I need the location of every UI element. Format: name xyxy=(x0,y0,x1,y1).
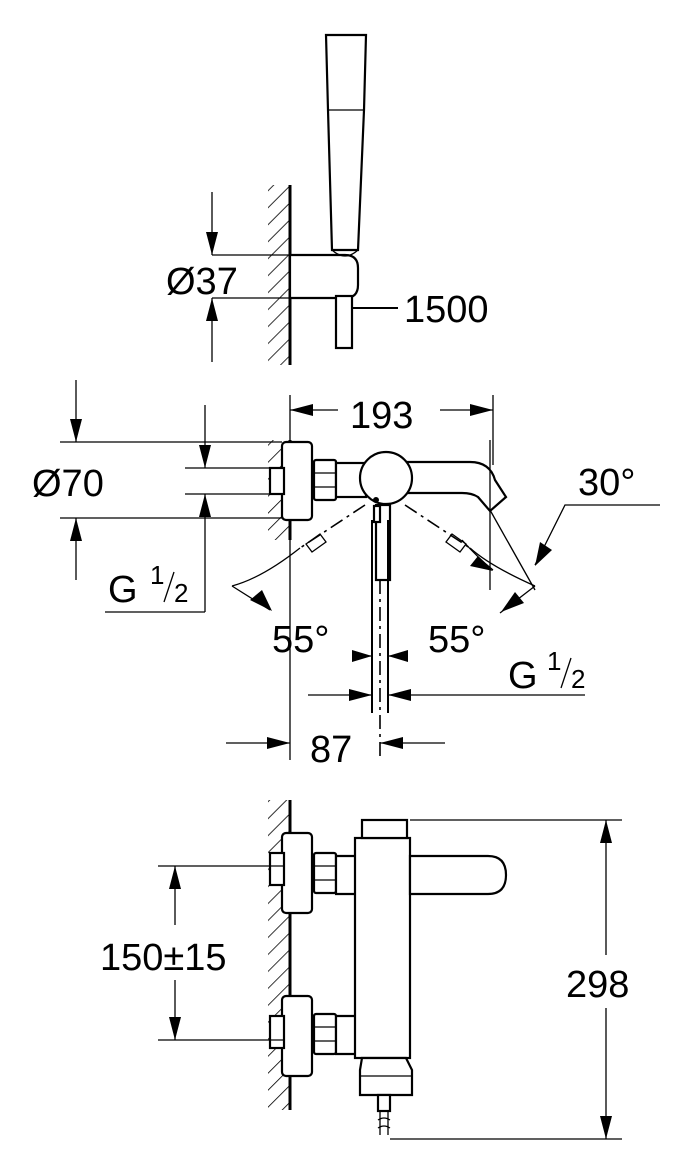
wall-holder xyxy=(288,253,360,300)
wall-hatch-top xyxy=(268,185,290,365)
label-width: 193 xyxy=(350,395,413,437)
label-wall-offset: 87 xyxy=(310,729,352,771)
label-centres: 150±15 xyxy=(100,937,227,979)
mixer-plan-view: 30° 193 Ø70 G 1 2 55° 55° xyxy=(32,380,660,771)
mixer-body xyxy=(353,836,412,1060)
label-thread-left-den: 2 xyxy=(174,578,188,608)
label-height: 298 xyxy=(566,964,629,1006)
label-angle-right: 55° xyxy=(428,619,485,661)
label-thread-left: G xyxy=(108,569,138,611)
shower-holder-view: 1500 Ø37 xyxy=(166,33,489,365)
lever xyxy=(374,503,392,582)
label-holder-diameter: Ø37 xyxy=(166,261,238,303)
label-thread-right: G xyxy=(508,655,538,697)
mixer-front-view: 150±15 298 xyxy=(100,800,629,1140)
label-thread-right-den: 2 xyxy=(571,664,585,694)
hex-nut xyxy=(312,458,338,502)
label-angle-left: 55° xyxy=(272,619,329,661)
hand-shower xyxy=(324,33,368,252)
label-spout-angle: 30° xyxy=(578,462,635,504)
rosette xyxy=(280,440,314,522)
label-rosette-diameter: Ø70 xyxy=(32,463,104,505)
lower-rosette xyxy=(280,994,314,1078)
label-thread-right-num: 1 xyxy=(547,646,561,676)
shower-hose xyxy=(334,294,354,350)
upper-rosette xyxy=(280,831,314,915)
handle-knob xyxy=(358,450,414,506)
front-handle xyxy=(408,854,508,896)
label-thread-left-num: 1 xyxy=(150,560,164,590)
label-hose-length: 1500 xyxy=(404,289,489,331)
